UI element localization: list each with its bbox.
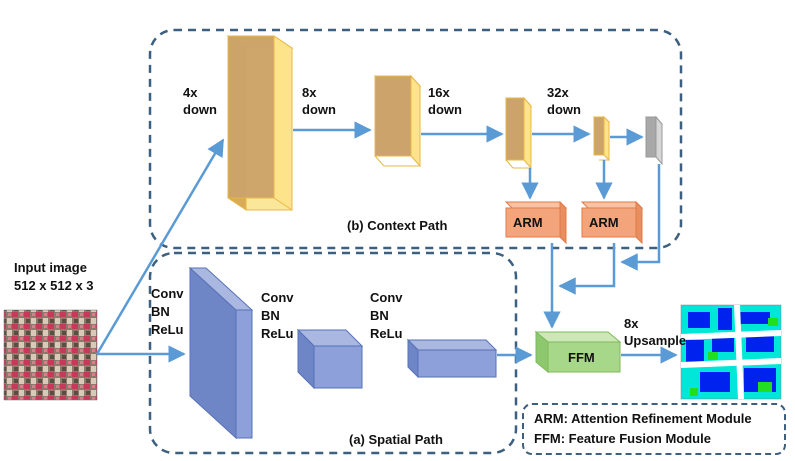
- stage-4x-line1: 4x: [183, 85, 198, 100]
- arrows: [95, 121, 678, 364]
- stage-8x-line2: down: [302, 102, 336, 117]
- arm-box-1: [504, 200, 568, 245]
- upsample-line1: 8x: [624, 316, 639, 331]
- global-pool-block: [644, 115, 664, 166]
- stage-16x-line2: down: [428, 102, 462, 117]
- spatial-conv-1: Conv: [151, 286, 184, 301]
- context-block-4x: [226, 35, 294, 211]
- legend-box: ARM: Attention Refinement Module FFM: Fe…: [522, 403, 786, 455]
- context-path-region: [148, 28, 683, 250]
- spatial-bn-2: BN: [261, 308, 280, 323]
- spatial-relu-1: ReLu: [151, 322, 184, 337]
- spatial-block-3: [406, 338, 498, 379]
- stage-32x-line1: 32x: [547, 85, 569, 100]
- spatial-path-label: (a) Spatial Path: [349, 432, 443, 447]
- spatial-bn-1: BN: [151, 304, 170, 319]
- spatial-relu-3: ReLu: [370, 326, 403, 341]
- stage-4x-line2: down: [183, 102, 217, 117]
- input-title: Input image: [14, 260, 87, 275]
- stage-32x-line2: down: [547, 102, 581, 117]
- spatial-relu-2: ReLu: [261, 326, 294, 341]
- arm-label-1: ARM: [513, 215, 543, 230]
- legend-ffm: FFM: Feature Fusion Module: [534, 431, 711, 446]
- ffm-label: FFM: [568, 350, 595, 365]
- output-segmentation-map: [680, 304, 782, 400]
- spatial-path-region: [148, 251, 518, 455]
- context-block-8x: [373, 74, 422, 168]
- spatial-bn-3: BN: [370, 308, 389, 323]
- input-image: [3, 309, 98, 401]
- arm-label-2: ARM: [589, 215, 619, 230]
- context-block-32x: [592, 115, 611, 162]
- spatial-block-2: [296, 328, 364, 390]
- spatial-conv-3: Conv: [370, 290, 403, 305]
- stage-8x-line1: 8x: [302, 85, 317, 100]
- ffm-box: [534, 330, 622, 374]
- context-block-16x: [504, 96, 533, 170]
- context-path-label: (b) Context Path: [347, 218, 447, 233]
- upsample-line2: Upsample: [624, 333, 686, 348]
- legend-arm: ARM: Attention Refinement Module: [534, 411, 752, 426]
- spatial-block-1: [188, 266, 254, 440]
- input-size: 512 x 512 x 3: [14, 278, 94, 293]
- spatial-conv-2: Conv: [261, 290, 294, 305]
- stage-16x-line1: 16x: [428, 85, 450, 100]
- arm-box-2: [580, 200, 644, 245]
